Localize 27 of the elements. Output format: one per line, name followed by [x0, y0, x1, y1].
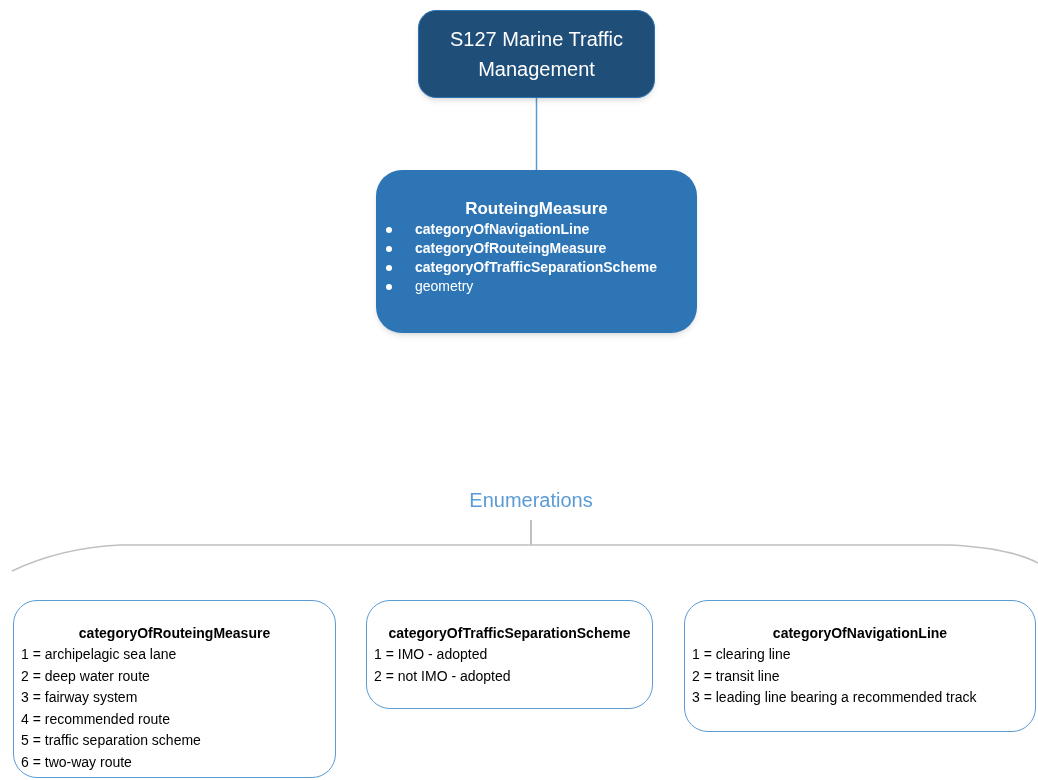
enumeration-value: 5 = traffic separation scheme: [21, 731, 202, 750]
enumeration-value: 2 = transit line: [692, 666, 781, 686]
enumeration-value: 3 = leading line bearing a recommended track: [692, 688, 978, 707]
attribute-name: categoryOfNavigationLine: [415, 220, 590, 239]
enumeration-name: categoryOfTrafficSeparationScheme: [387, 624, 632, 643]
enumeration-value: 1 = clearing line: [692, 645, 792, 664]
enumeration-name: categoryOfNavigationLine: [771, 624, 949, 643]
enumeration-value: 6 = two-way route: [21, 752, 133, 772]
box-title: S127 Marine Traffic Management: [448, 27, 624, 82]
group-label: Enumerations: [468, 488, 594, 513]
enumeration-name: categoryOfRouteingMeasure: [77, 624, 272, 643]
enumeration-box: [13, 600, 336, 778]
attribute-name: categoryOfTrafficSeparationScheme: [415, 258, 657, 277]
enumeration-value: 4 = recommended route: [21, 709, 172, 729]
enumeration-value: 2 = not IMO - adopted: [374, 666, 512, 686]
enumeration-value: 1 = IMO - adopted: [374, 645, 489, 664]
enumeration-box: [366, 600, 653, 709]
enumeration-box: [684, 600, 1036, 732]
class-name: RouteingMeasure: [465, 198, 608, 220]
enumeration-value: 1 = archipelagic sea lane: [21, 645, 178, 664]
connector-line: [535, 97, 538, 171]
enumeration-value: 2 = deep water route: [21, 666, 151, 686]
attribute-name: categoryOfRouteingMeasure: [415, 239, 607, 258]
title-box: [418, 10, 655, 98]
attribute-name: geometry: [415, 277, 474, 296]
class-box: [376, 170, 697, 333]
enumeration-value: 3 = fairway system: [21, 688, 139, 707]
